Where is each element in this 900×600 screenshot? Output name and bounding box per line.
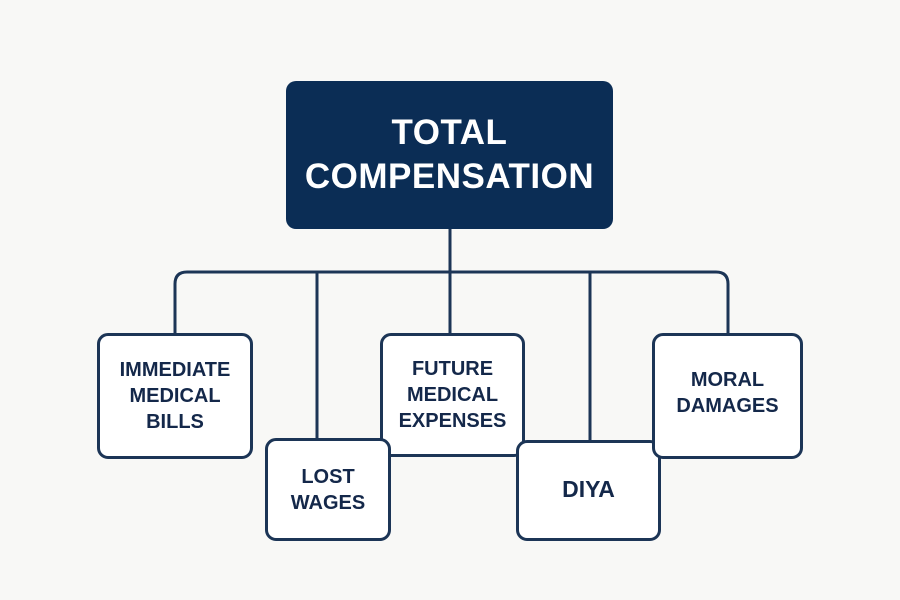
node-label-line: DIYA bbox=[562, 475, 615, 502]
node-label-line: FUTURE bbox=[411, 358, 494, 380]
node-label-line: DAMAGES bbox=[676, 395, 779, 417]
node-future-medical-expenses: FUTURE MEDICAL EXPENSES bbox=[380, 333, 525, 457]
node-label-line: EXPENSES bbox=[398, 410, 507, 432]
root-label-line: COMPENSATION bbox=[304, 157, 595, 196]
node-lost-wages: LOST WAGES bbox=[265, 438, 391, 541]
node-moral-damages: MORAL DAMAGES bbox=[652, 333, 803, 459]
node-label-line: BILLS bbox=[146, 411, 204, 433]
node-label-line: MEDICAL bbox=[129, 385, 221, 407]
node-label-line: WAGES bbox=[290, 491, 366, 514]
node-immediate-medical-bills: IMMEDIATE MEDICAL BILLS bbox=[97, 333, 253, 459]
node-label-line: MEDICAL bbox=[406, 384, 499, 406]
total-compensation-node: TOTAL COMPENSATION bbox=[286, 81, 613, 229]
root-label-line: TOTAL bbox=[391, 113, 508, 152]
connector-horizontal-bus bbox=[173, 270, 730, 335]
node-diya: DIYA bbox=[516, 440, 661, 541]
node-label-line: LOST bbox=[301, 465, 355, 488]
node-label-line: IMMEDIATE bbox=[119, 359, 231, 381]
node-label-line: MORAL bbox=[690, 369, 765, 391]
